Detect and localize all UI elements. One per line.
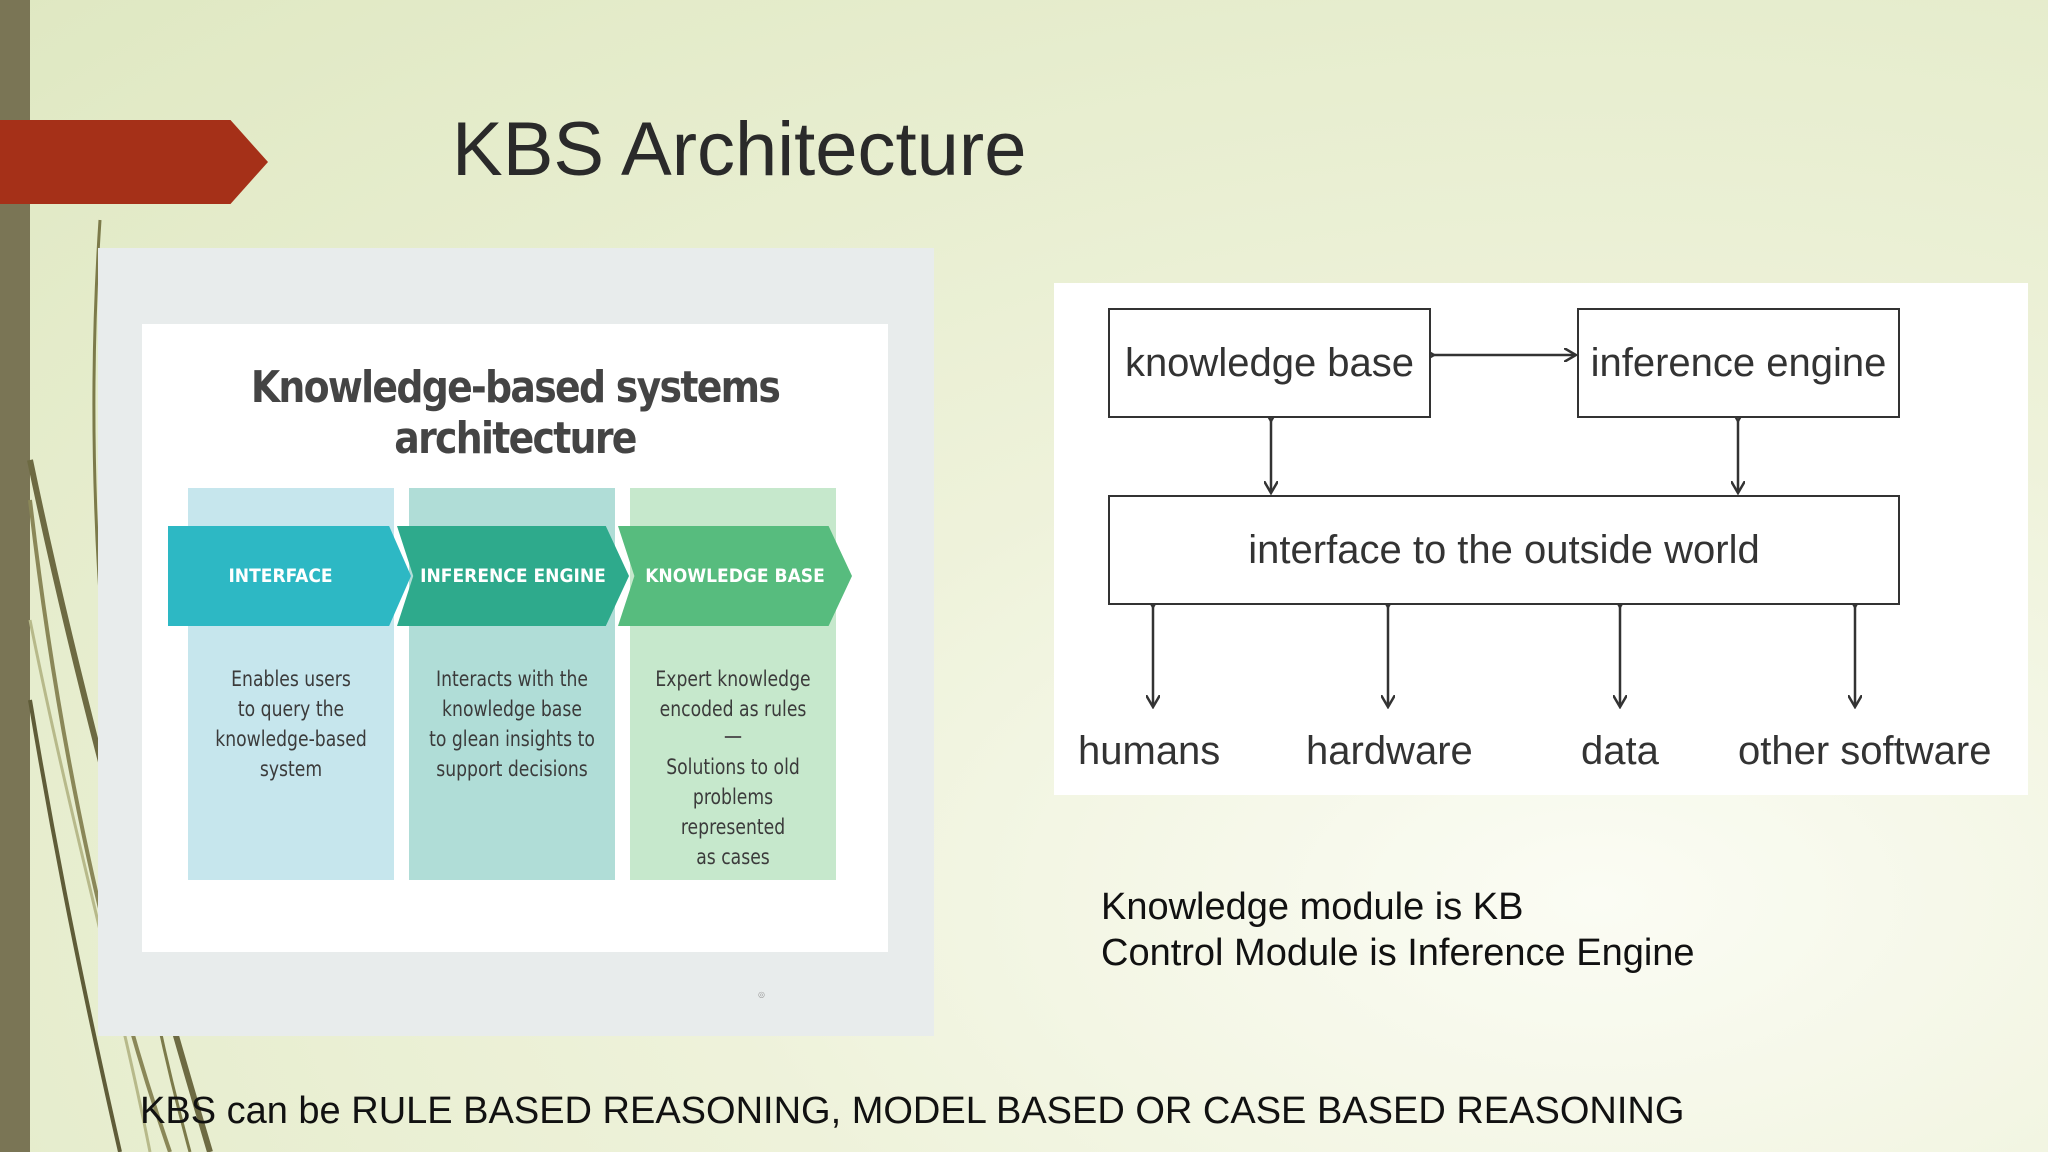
inference-engine-box: inference engine	[1577, 308, 1900, 418]
slide-footer: KBS can be RULE BASED REASONING, MODEL B…	[140, 1090, 1685, 1132]
diagram-arrows	[1054, 283, 2028, 795]
output-data: data	[1581, 729, 1659, 773]
description-divider	[724, 736, 742, 738]
kbs-block-diagram: knowledge base inference engine interfac…	[1054, 283, 2028, 795]
kbs-figure-card: Knowledge-based systems architecture INT…	[142, 324, 888, 952]
interface-chevron: INTERFACE	[168, 526, 411, 626]
inference-engine-description: Interacts with the knowledge base to gle…	[429, 667, 595, 781]
output-humans: humans	[1078, 729, 1221, 773]
knowledge-base-chevron: KNOWLEDGE BASE	[618, 526, 852, 626]
slide-title: KBS Architecture	[452, 107, 1027, 192]
kbs-architecture-figure: Knowledge-based systems architecture INT…	[98, 248, 934, 1036]
module-notes: Knowledge module is KB Control Module is…	[1101, 884, 1695, 976]
output-other-software: other software	[1738, 729, 1992, 773]
knowledge-base-box: knowledge base	[1108, 308, 1431, 418]
note-line-kb: Knowledge module is KB	[1101, 886, 1524, 928]
note-line-ie: Control Module is Inference Engine	[1101, 932, 1695, 974]
knowledge-base-description: Expert knowledge encoded as rules Soluti…	[655, 667, 811, 869]
kbs-figure-heading: Knowledge-based systems architecture	[250, 362, 781, 464]
interface-description: Enables users to query the knowledge-bas…	[215, 667, 367, 781]
figure-logo: ◎	[758, 990, 765, 999]
output-hardware: hardware	[1306, 729, 1473, 773]
title-accent-arrow	[0, 120, 268, 204]
inference-engine-chevron: INFERENCE ENGINE	[397, 526, 629, 626]
interface-box: interface to the outside world	[1108, 495, 1900, 605]
